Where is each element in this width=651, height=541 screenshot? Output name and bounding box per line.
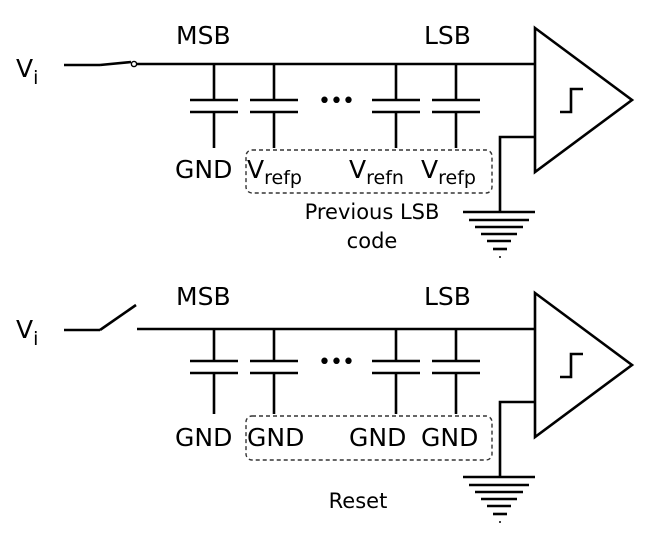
- capacitor-icon: [250, 329, 298, 414]
- ground-wire: [498, 400, 535, 477]
- bottom-label-vrefn: Vrefn: [349, 155, 404, 189]
- ground-icon: [463, 475, 535, 523]
- lsb-label: LSB: [424, 21, 471, 50]
- step-function-icon: [560, 352, 583, 379]
- bottom-label-vrefp-lsb: Vrefp: [421, 155, 476, 189]
- panel-sampling: Vi MSB LSB •••: [16, 21, 635, 258]
- ground-wire: [498, 135, 535, 212]
- capacitor-icon: [432, 64, 480, 148]
- switch-open-icon: [99, 303, 137, 332]
- capacitor-icon: [190, 64, 238, 148]
- group-caption-line1: Reset: [329, 489, 388, 513]
- ground-icon: [463, 210, 535, 258]
- bottom-label-gnd: GND: [175, 155, 232, 184]
- input-label-vi: Vi: [16, 315, 38, 350]
- capacitor-icon: [432, 329, 480, 414]
- comparator-icon: [533, 290, 635, 440]
- group-caption-line1: Previous LSB: [305, 200, 440, 224]
- input-label-vi: Vi: [16, 54, 38, 89]
- ellipsis: •••: [318, 350, 354, 375]
- lsb-label: LSB: [424, 282, 471, 311]
- msb-label: MSB: [176, 282, 231, 311]
- ellipsis: •••: [318, 89, 354, 114]
- comparator-icon: [533, 25, 635, 175]
- panel-reset: Vi MSB LSB •••: [16, 282, 635, 523]
- capacitor-icon: [372, 329, 420, 414]
- bottom-label-gnd: GND: [175, 423, 232, 452]
- capacitor-icon: [190, 329, 238, 414]
- bottom-label-gnd: GND: [247, 423, 304, 452]
- capacitor-icon: [250, 64, 298, 148]
- step-function-icon: [560, 87, 583, 114]
- switch-contact-icon: [130, 60, 138, 68]
- switch-closed-icon: [99, 60, 132, 67]
- group-caption-line2: code: [347, 229, 398, 253]
- msb-label: MSB: [176, 21, 231, 50]
- bottom-label-gnd: GND: [349, 423, 406, 452]
- previous-code-group-box: [245, 149, 493, 194]
- bottom-label-gnd: GND: [421, 423, 478, 452]
- capacitor-icon: [372, 64, 420, 148]
- bottom-label-vrefp: Vrefp: [247, 155, 302, 189]
- reset-group-box: [245, 415, 493, 461]
